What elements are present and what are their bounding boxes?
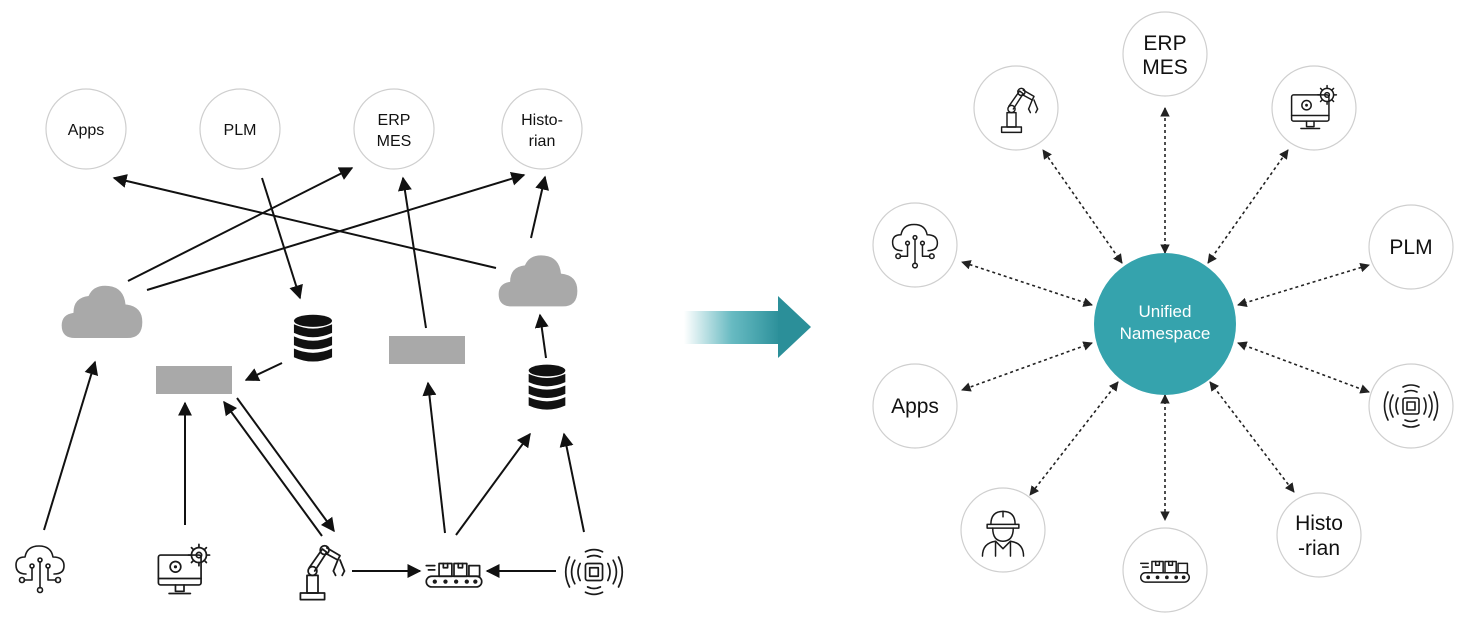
arrow-cloud-right-to-historian — [530, 175, 550, 239]
arrow-plm-to-db — [261, 177, 303, 300]
arrow-db-to-box — [244, 362, 283, 381]
right-unified-namespace-diagram: Unified Namespace ERP MES PLM Apps — [872, 11, 1454, 613]
erp-label: ERP — [1143, 32, 1186, 55]
right-node-cloud — [872, 202, 958, 288]
arrow-cloud-to-erp — [127, 167, 354, 282]
connector-plm — [1237, 262, 1370, 308]
left-node-erp-mes: ERP MES — [353, 88, 435, 170]
erp-label: ERP — [378, 112, 411, 129]
gateway-box — [156, 366, 232, 394]
left-arrows — [43, 167, 585, 578]
arrow-box-to-erp — [397, 176, 427, 329]
arrow-db-to-cloud-right — [534, 313, 549, 359]
cloud-network-icon — [15, 545, 65, 594]
connector-sensor — [1237, 341, 1370, 394]
robot-arm-icon — [299, 544, 346, 601]
right-node-erp-mes: ERP MES — [1122, 11, 1208, 97]
right-node-sensor — [1368, 363, 1454, 449]
transition-arrow — [684, 296, 811, 358]
arrow-sensor-to-db — [559, 432, 585, 533]
apps-label: Apps — [891, 395, 939, 418]
connector-robot — [1042, 149, 1123, 264]
plm-label: PLM — [1389, 236, 1432, 259]
hub-label-1: Unified — [1139, 302, 1192, 321]
arrow-cloudnet-to-cloud — [43, 360, 99, 531]
hub-label-2: Namespace — [1120, 324, 1211, 343]
right-node-robot — [973, 65, 1059, 151]
historian-label-2: -rian — [1298, 537, 1340, 560]
historian-label-1: Histo- — [521, 112, 563, 129]
arrow-conveyor-to-db — [455, 432, 531, 536]
conveyor-icon — [425, 562, 483, 588]
arrow-cloud-to-historian — [146, 171, 526, 291]
left-node-apps: Apps — [45, 88, 127, 170]
connector-apps — [961, 341, 1093, 392]
computer-gear-icon — [157, 543, 211, 595]
left-point-to-point-diagram: Apps PLM ERP MES Histo- rian — [15, 88, 624, 601]
right-dotted-connectors — [961, 107, 1370, 521]
mes-label: MES — [1142, 56, 1188, 79]
database-icon — [293, 314, 333, 362]
connector-worker — [1029, 381, 1119, 496]
arrow-cloud-right-to-apps — [112, 174, 497, 269]
left-node-historian: Histo- rian — [501, 88, 583, 170]
historian-label-1: Histo — [1295, 512, 1343, 535]
arrow-conveyor-to-box — [422, 381, 446, 534]
database-icon — [528, 364, 566, 410]
connector-computer — [1207, 149, 1289, 264]
right-node-plm: PLM — [1368, 204, 1454, 290]
right-node-conveyor — [1122, 527, 1208, 613]
historian-label-2: rian — [529, 133, 556, 150]
left-node-plm: PLM — [199, 88, 281, 170]
arrow-robot-to-box — [223, 400, 323, 537]
right-node-historian: Histo -rian — [1276, 492, 1362, 578]
arrow-box-to-robot — [236, 397, 335, 533]
plm-label: PLM — [224, 122, 257, 139]
right-node-computer — [1271, 65, 1357, 151]
gateway-box — [389, 336, 465, 364]
cloud-icon — [498, 255, 578, 307]
connector-cloud — [961, 260, 1093, 307]
cloud-icon — [61, 285, 143, 339]
sensor-icon — [564, 548, 624, 596]
unified-namespace-hub: Unified Namespace — [1094, 253, 1236, 395]
right-node-apps: Apps — [872, 363, 958, 449]
apps-label: Apps — [68, 122, 104, 139]
mes-label: MES — [377, 133, 412, 150]
connector-historian — [1209, 381, 1295, 493]
right-node-worker — [960, 487, 1046, 573]
